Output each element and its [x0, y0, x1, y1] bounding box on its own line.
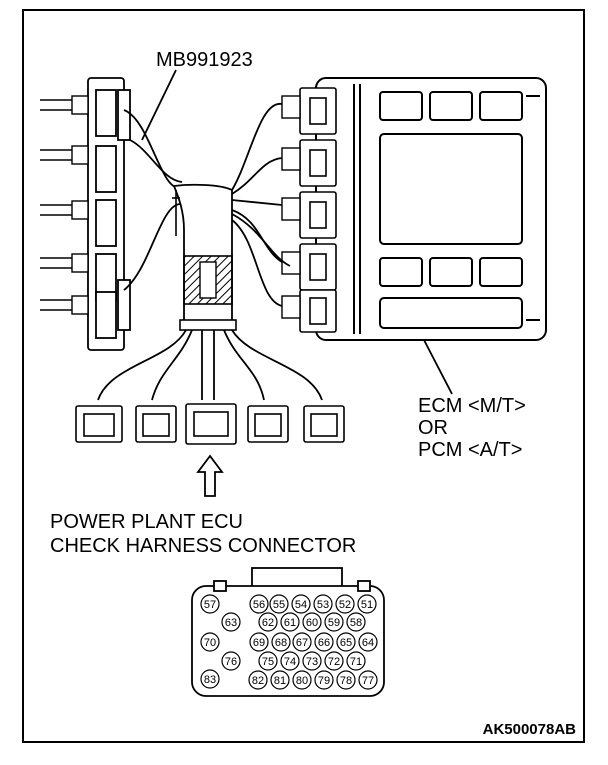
- pin-row-1: 57 56 55 54 53 52 51: [200, 594, 377, 614]
- connector-label-line2: CHECK HARNESS CONNECTOR: [50, 535, 356, 557]
- pin-82: 82: [252, 675, 264, 687]
- pin-67: 67: [296, 637, 308, 649]
- pin-70: 70: [204, 637, 216, 649]
- ecm-label-line2: OR: [418, 417, 448, 439]
- pin-52: 52: [339, 599, 351, 611]
- tool-leader-line: [141, 69, 177, 141]
- pin-77: 77: [362, 675, 374, 687]
- harness-trunk: [172, 183, 237, 331]
- left-plugs: [71, 95, 89, 315]
- pin-81: 81: [274, 675, 286, 687]
- pin-80: 80: [296, 675, 308, 687]
- pin-62: 62: [262, 617, 274, 629]
- pin-73: 73: [306, 656, 318, 668]
- pin-51: 51: [361, 599, 373, 611]
- pin-78: 78: [340, 675, 352, 687]
- pin-83: 83: [204, 674, 216, 686]
- pin-58: 58: [350, 617, 362, 629]
- pin-row-5: 83 82 81 80 79 78 77: [200, 669, 378, 690]
- pin-59: 59: [328, 617, 340, 629]
- ecm-side-plugs: [281, 95, 301, 319]
- branch-wires: [97, 329, 323, 401]
- pin-64: 64: [362, 637, 374, 649]
- pin-66: 66: [318, 637, 330, 649]
- pin-79: 79: [318, 675, 330, 687]
- ecm-leader-line: [423, 339, 453, 395]
- left-connector-block: [87, 77, 131, 351]
- pin-54: 54: [295, 599, 307, 611]
- left-lead-wires: [40, 99, 72, 311]
- pin-68: 68: [275, 637, 287, 649]
- pin-60: 60: [306, 617, 318, 629]
- pin-65: 65: [340, 637, 352, 649]
- ecm-label-line3: PCM <A/T>: [418, 439, 522, 461]
- ecm-pcm-unit: [315, 77, 547, 341]
- pin-56: 56: [253, 599, 265, 611]
- connector-label-line1: POWER PLANT ECU: [50, 511, 243, 533]
- pin-row-3: 70 69 68 67 66 65 64: [200, 632, 378, 652]
- ecm-label-line1: ECM <M/T>: [418, 395, 526, 417]
- pin-74: 74: [284, 656, 296, 668]
- pin-69: 69: [253, 637, 265, 649]
- tool-label: MB991923: [156, 49, 253, 71]
- pin-row-2: 63 62 61 60 59 58: [221, 612, 366, 632]
- up-arrow-icon: [196, 454, 224, 497]
- pin-63: 63: [225, 617, 237, 629]
- pin-71: 71: [350, 656, 362, 668]
- pin-57: 57: [204, 599, 216, 611]
- figure-frame: [22, 9, 585, 743]
- ecm-sockets: [299, 87, 337, 333]
- pin-55: 55: [273, 599, 285, 611]
- pin-row-4: 76 75 74 73 72 71: [221, 651, 366, 671]
- pin-72: 72: [328, 656, 340, 668]
- pin-75: 75: [262, 656, 274, 668]
- pin-61: 61: [284, 617, 296, 629]
- pin-53: 53: [317, 599, 329, 611]
- small-connectors: [75, 403, 345, 445]
- figure-code: AK500078AB: [483, 721, 577, 738]
- pin-76: 76: [225, 656, 237, 668]
